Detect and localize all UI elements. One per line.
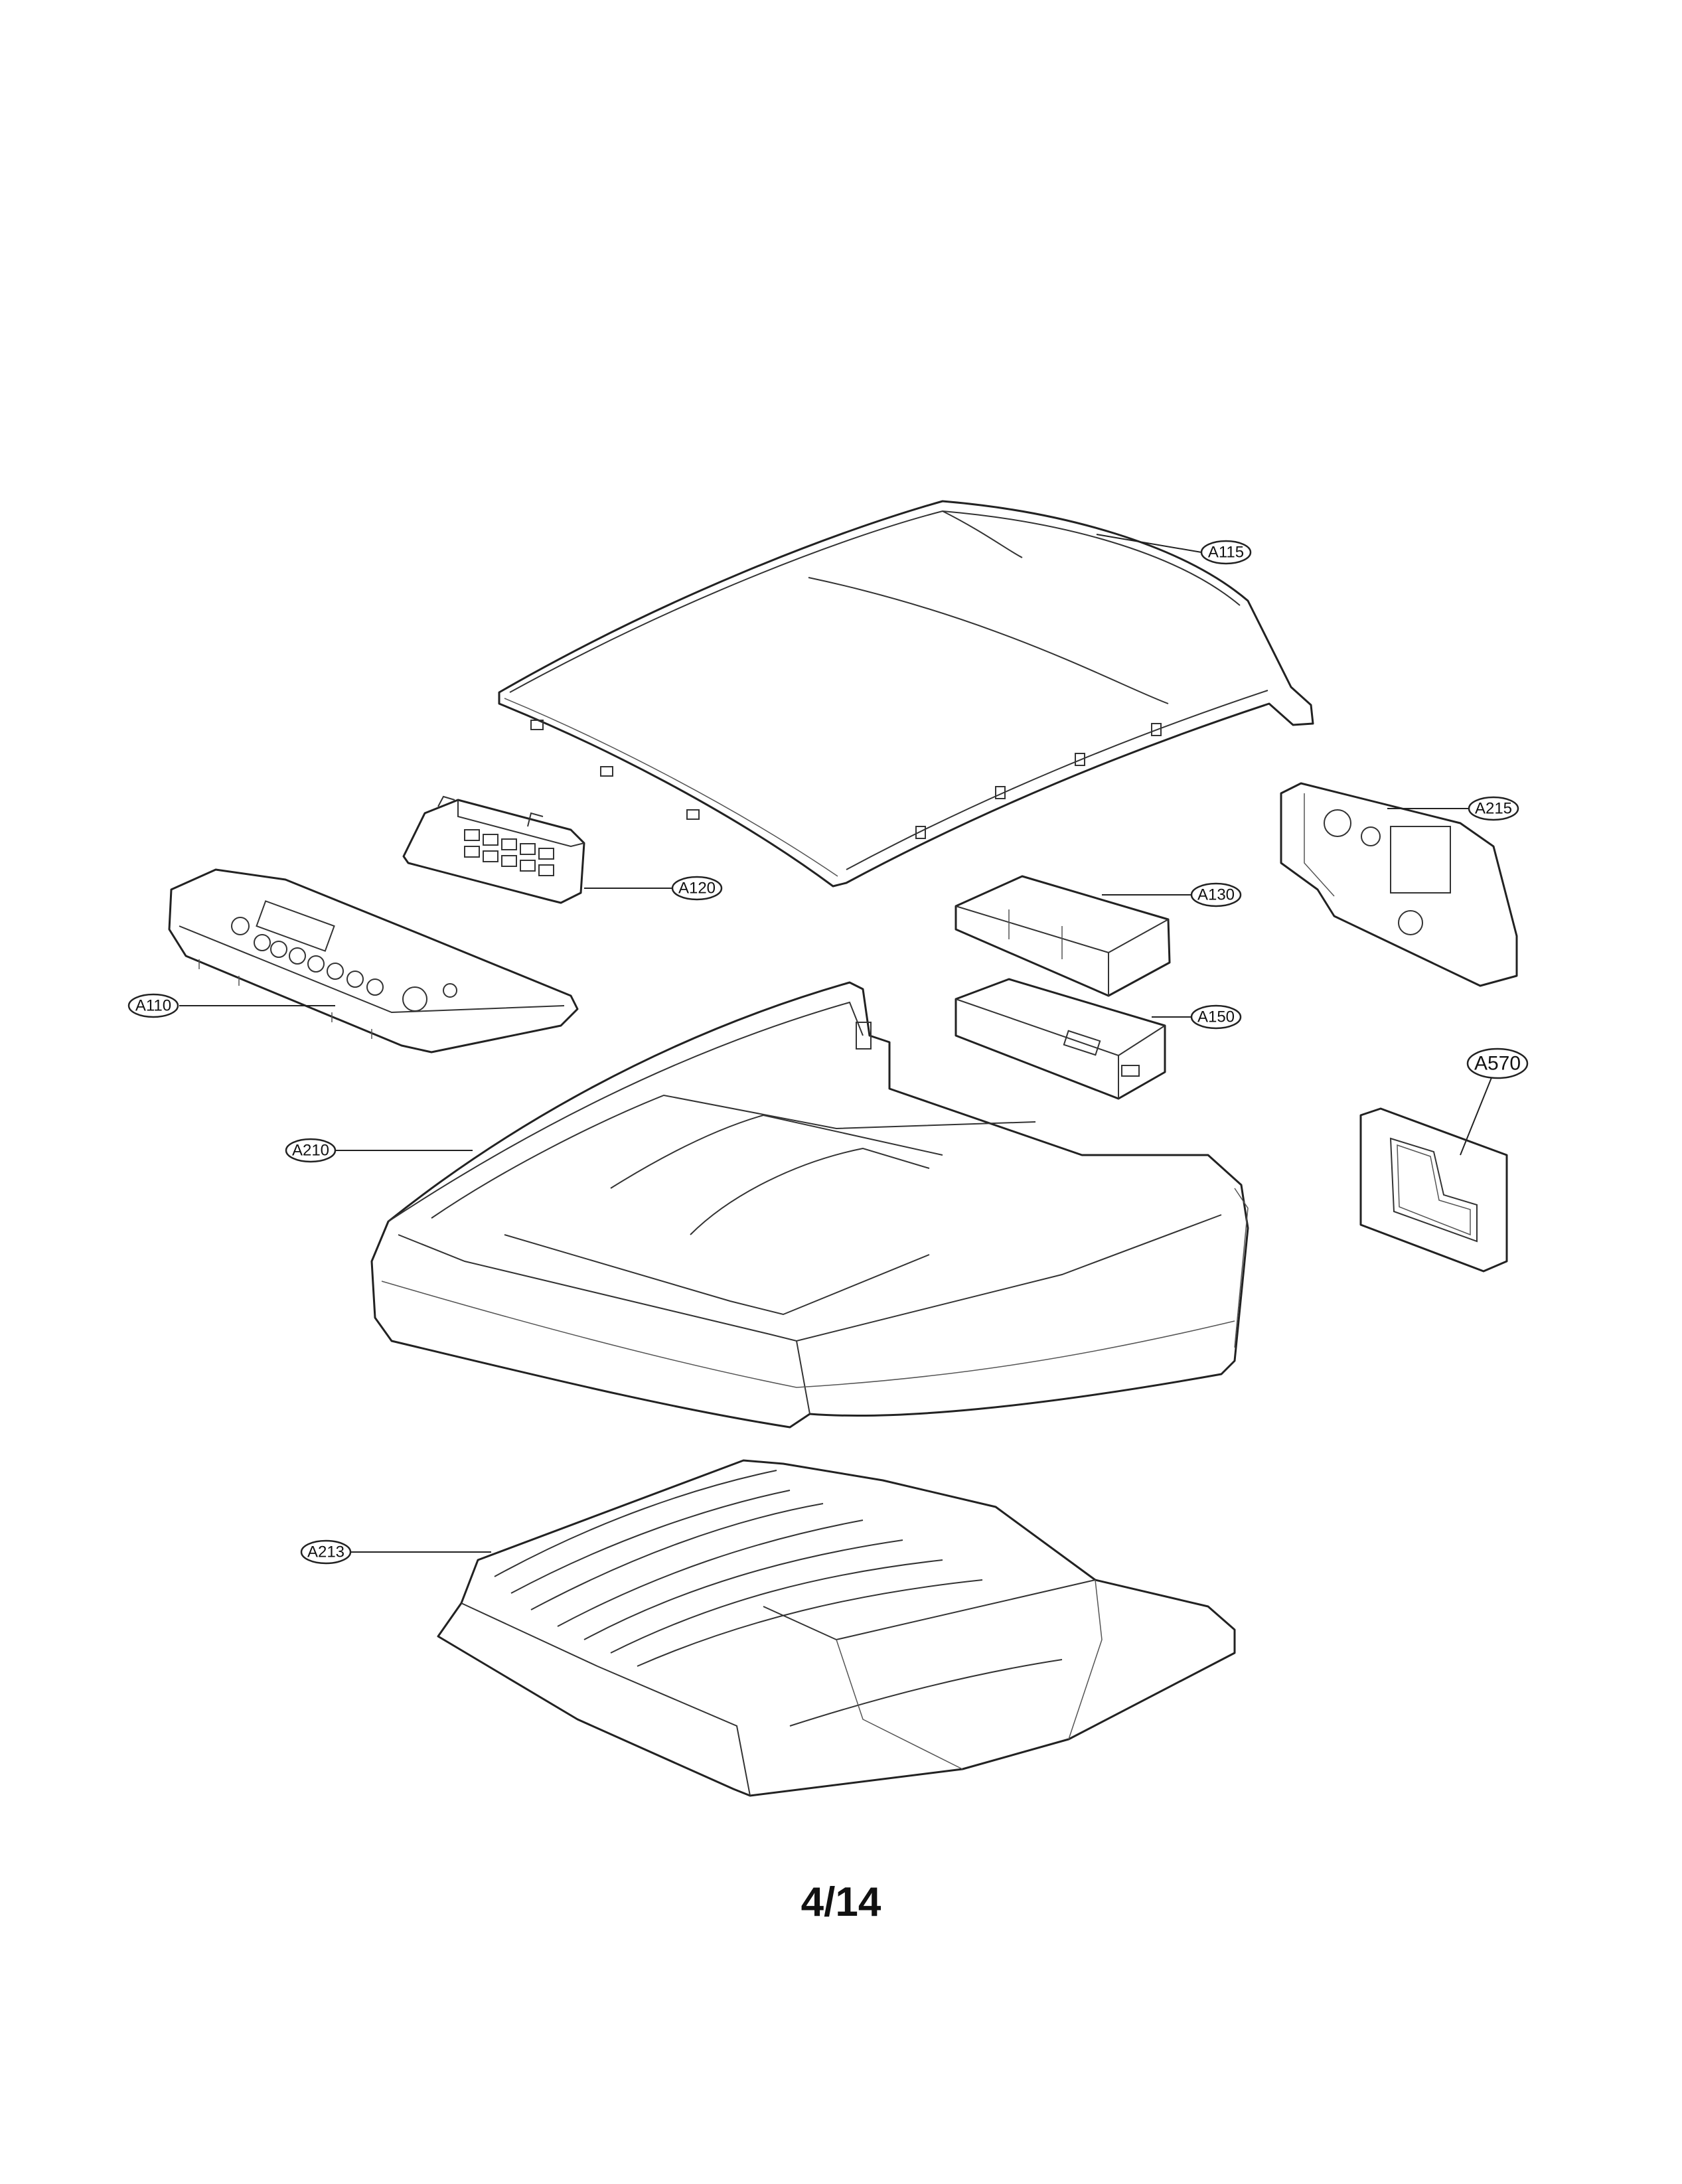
callout-a215-label: A215 xyxy=(1475,800,1512,818)
callout-a130: A130 xyxy=(1190,882,1242,907)
callout-a215: A215 xyxy=(1468,796,1519,821)
part-a110-control-panel xyxy=(168,868,579,1053)
part-a150-tray xyxy=(955,978,1166,1100)
callout-a570: A570 xyxy=(1466,1048,1529,1079)
callout-a210-label: A210 xyxy=(292,1142,329,1160)
callout-a110-label: A110 xyxy=(135,997,171,1015)
callout-a120: A120 xyxy=(671,876,723,901)
page-number: 4/14 xyxy=(801,1879,881,1925)
callout-a210: A210 xyxy=(285,1138,337,1163)
leader-a570 xyxy=(1460,1075,1493,1156)
callout-a570-label: A570 xyxy=(1474,1053,1521,1075)
leader-a115 xyxy=(1096,534,1202,553)
callout-a213-label: A213 xyxy=(307,1543,344,1561)
part-a570-access-panel xyxy=(1359,1107,1508,1273)
callout-a115: A115 xyxy=(1200,540,1252,565)
part-a130-pcb-box xyxy=(955,875,1171,997)
callout-a150: A150 xyxy=(1190,1004,1242,1030)
callout-a213: A213 xyxy=(300,1539,352,1565)
part-a215-rear-panel xyxy=(1280,782,1518,987)
callout-a150-label: A150 xyxy=(1197,1008,1235,1026)
part-a213-base-cover xyxy=(437,1459,1236,1797)
part-a120-control-board xyxy=(402,795,585,904)
callout-a110: A110 xyxy=(127,993,179,1018)
callout-a115-label: A115 xyxy=(1208,544,1244,562)
callout-a130-label: A130 xyxy=(1197,886,1235,904)
part-a115-top-cover xyxy=(498,500,1314,888)
part-a210-top-frame xyxy=(370,981,1249,1429)
callout-a120-label: A120 xyxy=(678,880,716,897)
